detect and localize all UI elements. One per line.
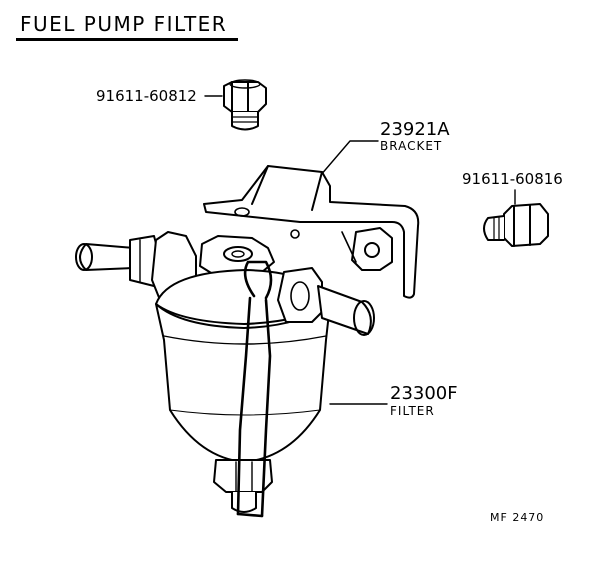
outlet-pipe-drawing	[277, 267, 375, 336]
inlet-pipe-drawing	[75, 235, 161, 287]
bolt-top-drawing	[223, 79, 267, 131]
retaining-wire-drawing	[236, 260, 273, 518]
title-underline	[16, 38, 238, 41]
bolt-right-drawing	[483, 203, 549, 247]
bracket-drawing	[203, 165, 420, 299]
part-number-bracket: 23921A	[380, 119, 450, 140]
part-number-bolt-top: 91611-60812	[96, 87, 197, 105]
description-bracket: BRACKET	[380, 139, 443, 153]
leader-lines	[204, 95, 516, 405]
part-number-filter: 23300F	[390, 383, 458, 404]
drawing-code: MF 2470	[490, 511, 545, 524]
part-number-bolt-right: 91611-60816	[462, 170, 563, 188]
description-filter: FILTER	[390, 404, 435, 418]
diagram-title: FUEL PUMP FILTER	[20, 12, 228, 36]
